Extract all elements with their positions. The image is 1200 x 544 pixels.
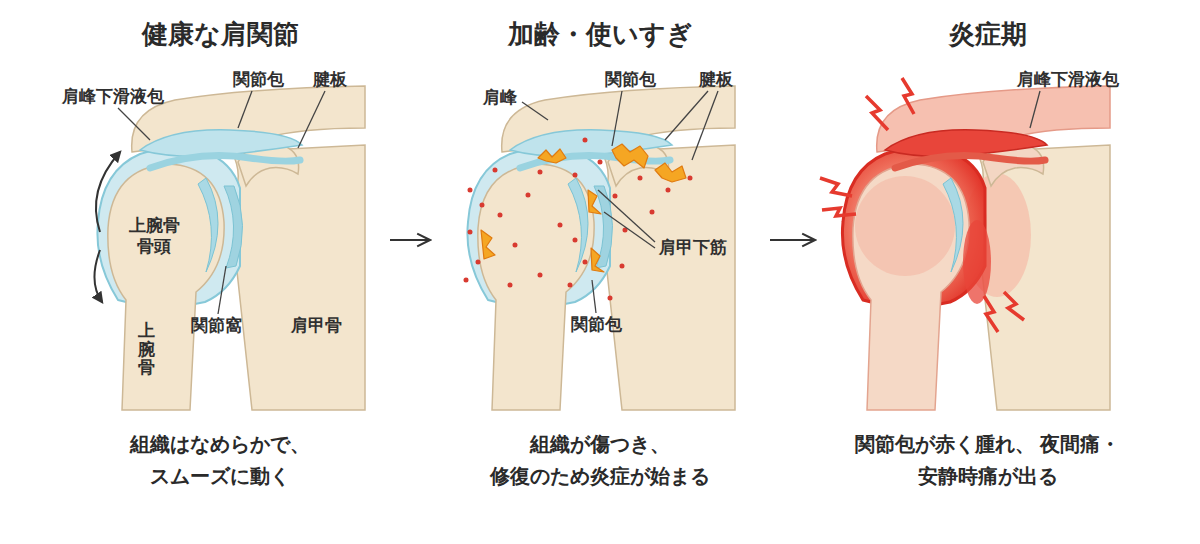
inflamed-shoulder bbox=[842, 86, 1110, 410]
stage-title: 加齢・使いすぎ bbox=[452, 18, 748, 52]
leader-line bbox=[592, 280, 596, 313]
leader-line bbox=[218, 266, 226, 314]
lightning-bolt bbox=[822, 208, 856, 216]
inflammation-dots bbox=[464, 138, 693, 301]
stage-panel: 炎症期関節包が赤く腫れ、 夜間痛・安静時痛が出る bbox=[837, 18, 1138, 508]
part-label: 関節包 bbox=[571, 315, 622, 335]
frayed-tissue bbox=[655, 163, 686, 182]
part-label: 腱板 bbox=[699, 70, 733, 90]
rotator-cuff bbox=[895, 156, 1045, 168]
leader-line bbox=[1030, 91, 1040, 128]
leader-line bbox=[612, 91, 622, 146]
leader-line bbox=[604, 212, 655, 248]
glenoid-cartilage bbox=[224, 186, 243, 268]
stage-arrow bbox=[390, 239, 430, 241]
frayed-tissue bbox=[588, 190, 601, 214]
motion-arrow bbox=[94, 250, 102, 302]
tissue-damage bbox=[481, 144, 686, 272]
frayed-tissue bbox=[538, 149, 566, 163]
scapula bbox=[232, 145, 365, 410]
stage-caption: 関節包が赤く腫れ、 夜間痛・安静時痛が出る bbox=[837, 428, 1138, 492]
inflamed-area bbox=[855, 176, 955, 276]
stage-arrow bbox=[770, 239, 815, 241]
leader-line bbox=[692, 91, 718, 160]
part-label: 関節窩 bbox=[191, 316, 242, 336]
lightning-bolt bbox=[984, 296, 998, 332]
leader-line bbox=[522, 102, 548, 120]
part-label: 肩峰下滑液包 bbox=[62, 87, 164, 107]
frayed-tissue bbox=[591, 248, 604, 272]
humerus bbox=[108, 164, 224, 410]
frayed-tissue bbox=[612, 144, 648, 168]
stage-title: 炎症期 bbox=[837, 18, 1138, 52]
head-cartilage bbox=[943, 178, 963, 272]
part-label: 関節包 bbox=[233, 70, 284, 90]
leader-line bbox=[298, 91, 325, 148]
pain-symbols bbox=[820, 78, 1024, 332]
inflamed-area bbox=[963, 220, 991, 304]
lightning-bolt bbox=[866, 96, 888, 130]
stage-caption: 組織が傷つき、 修復のため炎症が始まる bbox=[452, 428, 748, 492]
part-label: 関節包 bbox=[605, 70, 656, 90]
part-label: 肩甲下筋 bbox=[659, 238, 727, 258]
humerus bbox=[853, 164, 969, 410]
leader-lines bbox=[522, 91, 718, 313]
head-cartilage bbox=[198, 178, 218, 272]
stage-title: 健康な肩関節 bbox=[72, 18, 368, 52]
head-cartilage bbox=[568, 178, 588, 272]
part-label: 腱板 bbox=[313, 70, 347, 90]
leader-lines bbox=[118, 91, 325, 314]
healthy-shoulder bbox=[94, 86, 365, 410]
leader-line bbox=[665, 91, 708, 140]
leader-line bbox=[118, 108, 150, 140]
part-label: 肩甲骨 bbox=[291, 316, 342, 336]
leader-line bbox=[598, 190, 655, 242]
leader-line bbox=[238, 91, 252, 128]
part-label: 上腕骨 骨頭 bbox=[123, 215, 185, 258]
lightning-bolt bbox=[902, 78, 914, 114]
part-label: 上腕骨 bbox=[138, 322, 155, 378]
part-label: 肩峰 bbox=[483, 88, 517, 108]
part-label: 肩峰下滑液包 bbox=[1017, 70, 1119, 90]
humerus bbox=[478, 164, 594, 410]
frayed-tissue bbox=[481, 230, 495, 259]
rotator-cuff bbox=[150, 156, 300, 168]
damaged-shoulder bbox=[467, 86, 735, 410]
lightning-bolt bbox=[820, 178, 852, 196]
stage-caption: 組織はなめらかで、 スムーズに動く bbox=[72, 428, 368, 492]
lightning-bolt bbox=[1004, 292, 1024, 320]
motion-arrow bbox=[96, 152, 120, 232]
scapula bbox=[602, 145, 735, 410]
